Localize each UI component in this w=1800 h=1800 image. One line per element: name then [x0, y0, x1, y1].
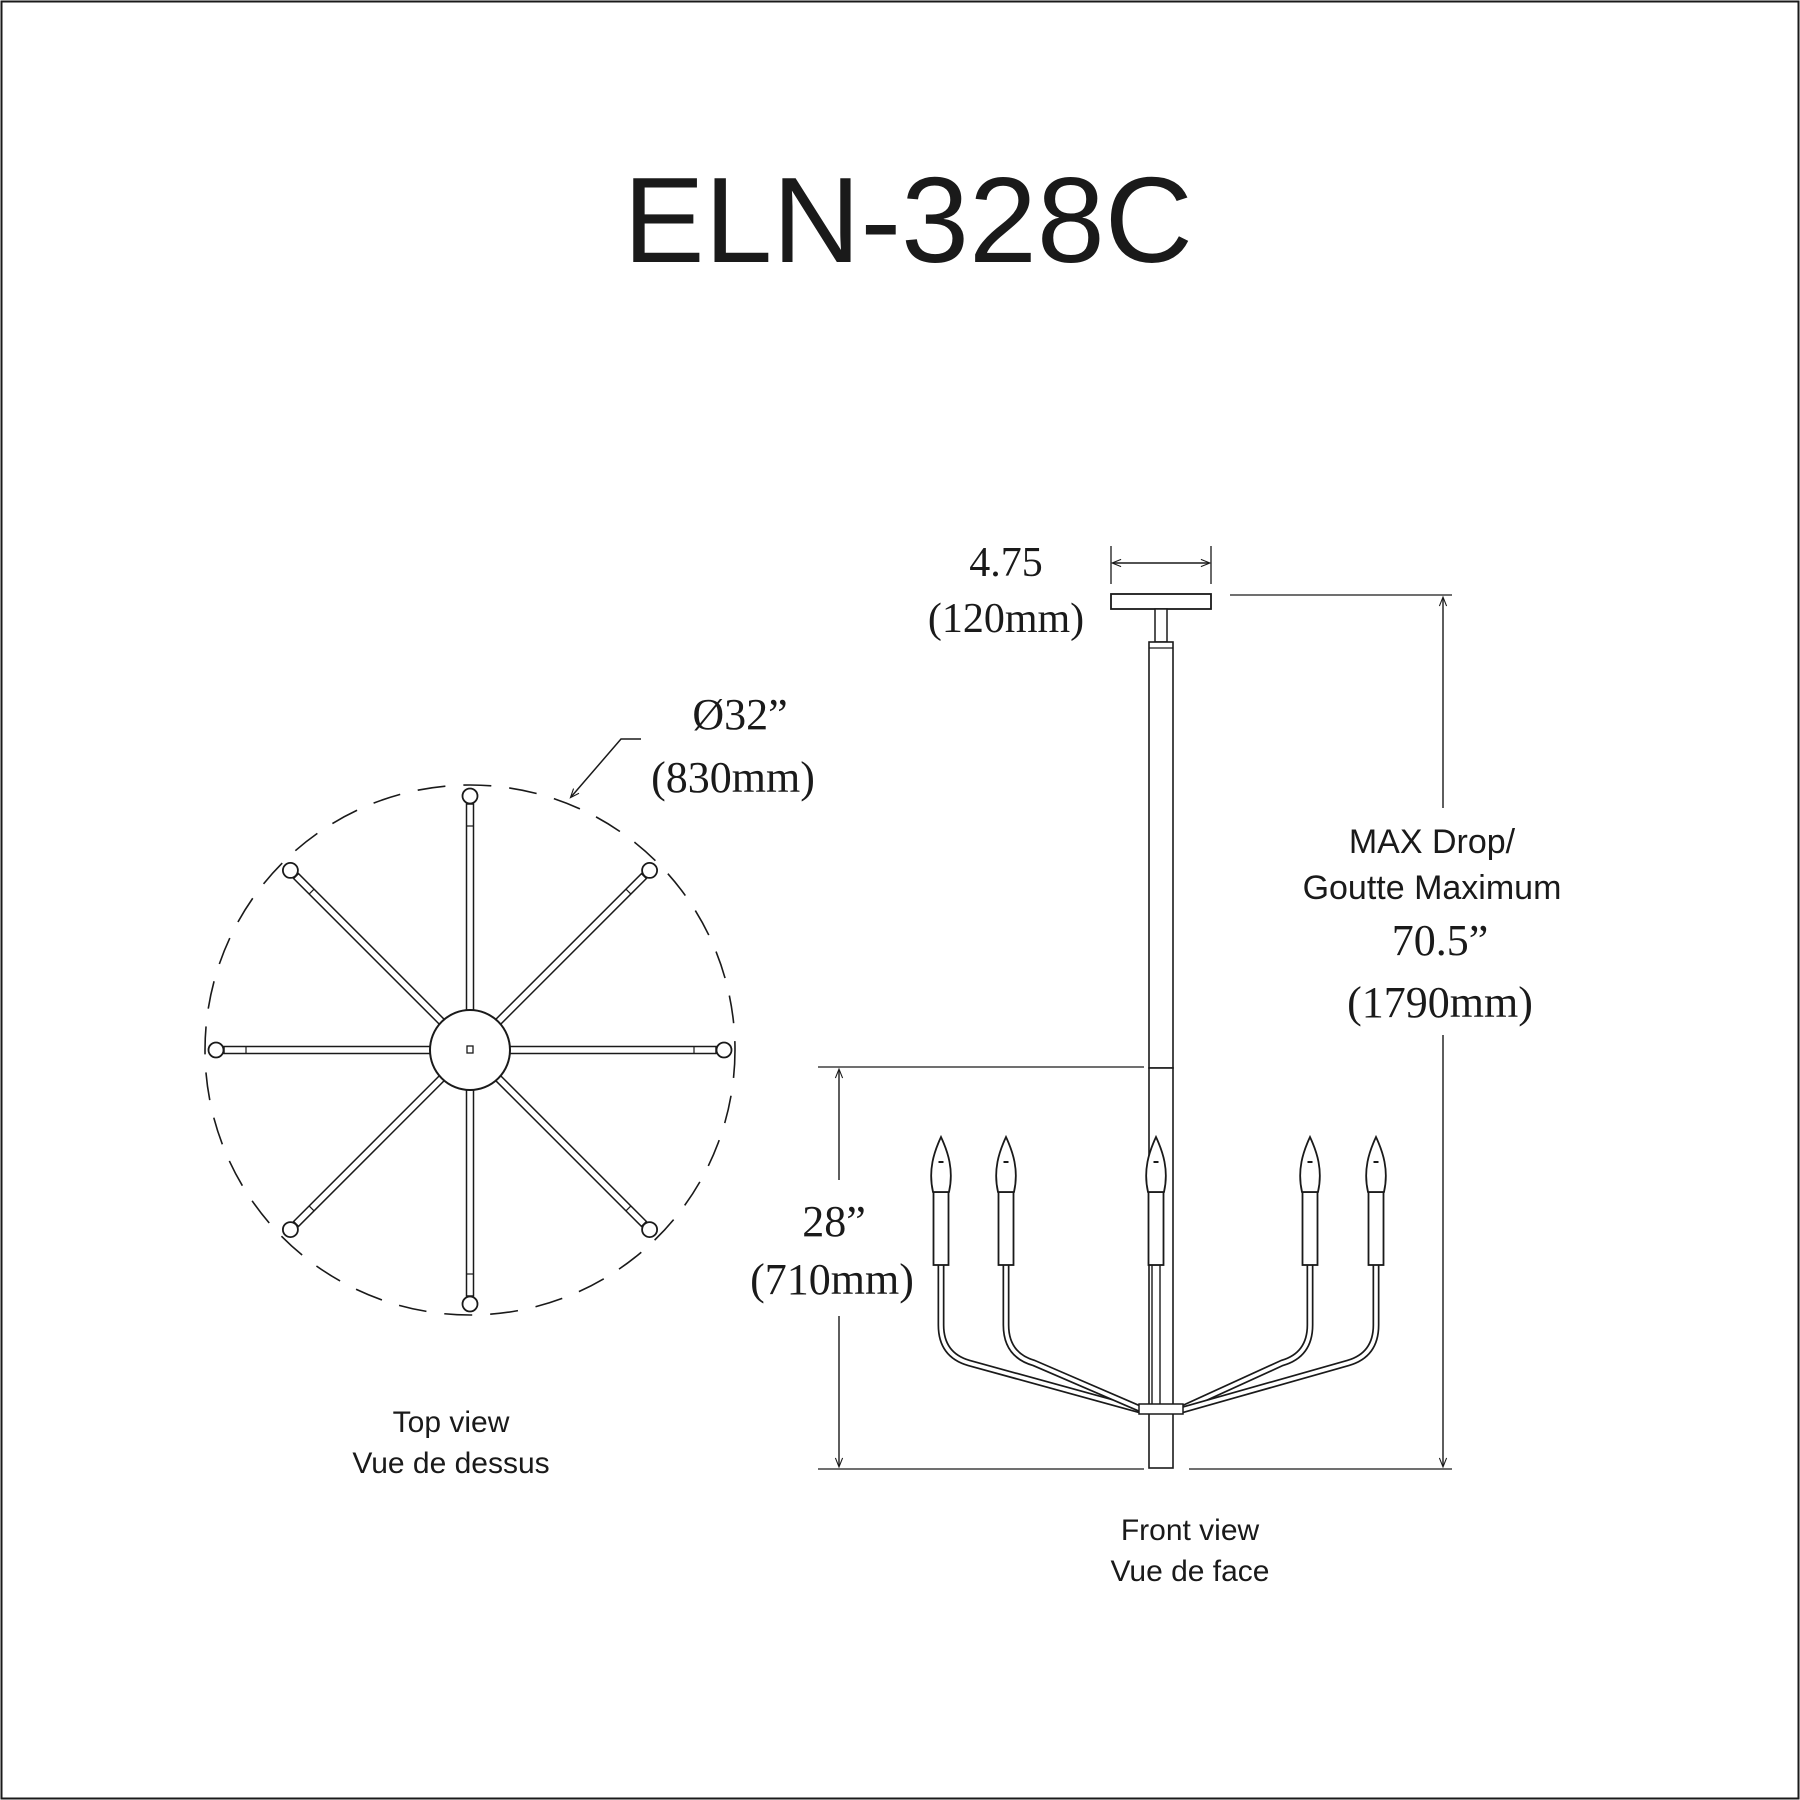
- front-view-arm-outline: [1181, 1265, 1380, 1414]
- front-view-arm-fill: [939, 1265, 1141, 1412]
- canopy-width-mm-label: (120mm): [928, 596, 1084, 642]
- top-view-candle-cup: [281, 862, 299, 879]
- diameter-inches-label: Ø32”: [692, 690, 787, 739]
- top-view-candle-cup: [281, 1221, 299, 1238]
- top-view-diameter-circle: [204, 784, 736, 1316]
- front-view-candle-bulb: [995, 1134, 1017, 1193]
- front-view-candle-bulb: [1145, 1134, 1167, 1193]
- top-view-candle-cup: [641, 862, 658, 879]
- top-view-candle-cup: [715, 1041, 733, 1059]
- model-title: ELN-328C: [623, 152, 1193, 288]
- front-view-candle-sleeve: [997, 1191, 1015, 1266]
- front-view-candle-sleeve: [932, 1191, 950, 1266]
- top-view-arm: [507, 1045, 717, 1055]
- canopy-width-inches-label: 4.75: [969, 540, 1043, 586]
- max-drop-label-en: MAX Drop/: [1349, 823, 1516, 861]
- height-inches-label: 28”: [802, 1197, 866, 1246]
- front-view-arm-outline: [1177, 1265, 1314, 1414]
- front-view-candles: [930, 1134, 1387, 1266]
- top-view-caption-fr: Vue de dessus: [352, 1447, 549, 1480]
- front-view-candle-sleeve: [1301, 1191, 1319, 1266]
- top-view-arm: [292, 1073, 447, 1228]
- diameter-mm-label: (830mm): [651, 753, 815, 802]
- front-view-caption-fr: Vue de face: [1110, 1555, 1269, 1588]
- top-view-arm: [465, 803, 475, 1013]
- max-drop-label-fr: Goutte Maximum: [1303, 869, 1562, 907]
- top-view: Ø32” (830mm) Top view Vue de dessus: [204, 690, 815, 1480]
- front-view-candle-bulb: [1299, 1134, 1321, 1193]
- front-view-candle-sleeve: [1147, 1191, 1165, 1266]
- front-view-canopy: [1110, 593, 1212, 610]
- top-view-arm: [223, 1045, 433, 1055]
- diameter-leader-line: [569, 738, 641, 799]
- max-drop-mm-label: (1790mm): [1347, 978, 1533, 1027]
- top-view-arm-joint: [625, 1205, 632, 1212]
- top-view-arm: [493, 872, 648, 1027]
- top-view-candle-cup: [461, 787, 479, 805]
- front-view-arm-outline: [1002, 1265, 1145, 1414]
- front-view-arm-hub: [1138, 1403, 1184, 1415]
- top-view-arm-joint: [625, 888, 632, 895]
- front-view-center-arm: [1151, 1264, 1161, 1411]
- front-view-arm-fill: [1178, 1265, 1312, 1412]
- front-view-candle-sleeve: [1367, 1191, 1385, 1266]
- front-view-arm-fill: [1004, 1265, 1144, 1412]
- top-view-canopy: [429, 1009, 511, 1091]
- top-view-arm-joint: [308, 888, 315, 895]
- top-view-candle-cup: [207, 1041, 225, 1059]
- front-view-arms: [937, 1264, 1380, 1415]
- top-view-arm: [493, 1073, 648, 1228]
- front-view-candle-bulb: [1365, 1134, 1387, 1193]
- top-view-arm: [465, 1087, 475, 1297]
- top-view-arm-joint: [308, 1205, 315, 1212]
- top-view-candle-cup: [641, 1221, 658, 1238]
- height-mm-label: (710mm): [750, 1255, 914, 1304]
- front-view-arm-fill: [1181, 1265, 1378, 1412]
- top-view-arm: [292, 872, 447, 1027]
- front-view: 4.75 (120mm) MAX Drop/ Goutte Maximum 70…: [750, 540, 1561, 1588]
- front-view-arm-outline: [937, 1265, 1141, 1414]
- top-view-caption-en: Top view: [393, 1406, 510, 1439]
- top-view-center-mark: [466, 1045, 474, 1054]
- front-view-candle-bulb: [930, 1134, 952, 1193]
- max-drop-inches-label: 70.5”: [1392, 916, 1489, 965]
- front-view-downrod: [1148, 641, 1174, 1069]
- front-view-canopy-neck: [1154, 608, 1168, 643]
- top-view-candle-cup: [461, 1295, 479, 1313]
- front-view-caption-en: Front view: [1121, 1514, 1260, 1547]
